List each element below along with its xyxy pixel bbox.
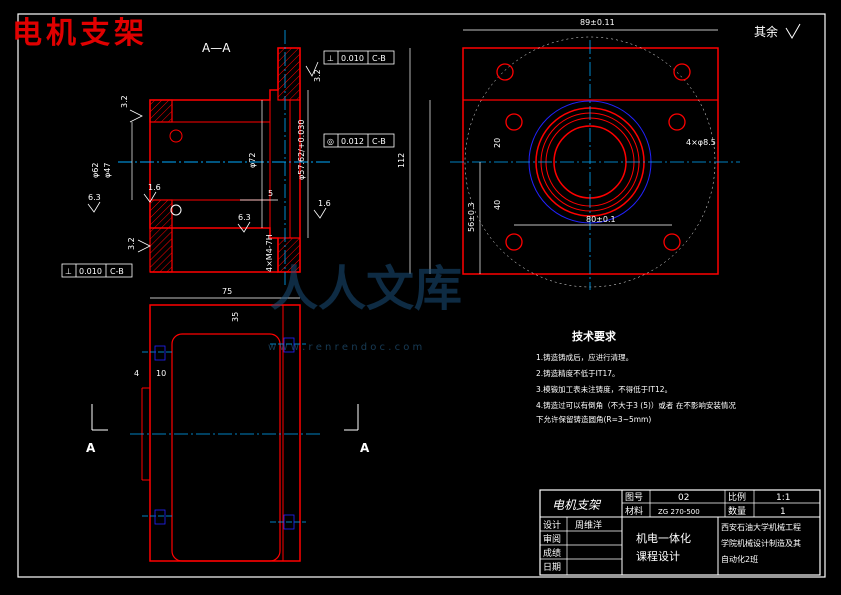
roughness-symbols: 3.2 3.2 3.2 6.3 6.3 1.6 1.6 xyxy=(87,61,331,253)
svg-text:C-B: C-B xyxy=(110,267,124,276)
svg-text:A: A xyxy=(86,441,96,455)
svg-text:学院机械设计制造及其: 学院机械设计制造及其 xyxy=(721,538,801,548)
section-view-a-a: A—A φ72 φ57.62/+0.030 φ62 φ47 5 4×M4-7H xyxy=(61,30,395,285)
svg-text:比例: 比例 xyxy=(728,491,746,503)
watermark: 人人文库 w w w . r e n r e n d o c . c o m xyxy=(268,261,462,353)
svg-text:3.2: 3.2 xyxy=(120,95,129,108)
svg-text:C-B: C-B xyxy=(372,54,386,63)
dim-10: 10 xyxy=(156,369,166,378)
dim-dia-72: φ72 xyxy=(248,153,257,168)
dim-5: 5 xyxy=(268,189,273,198)
dim-top-width: 89±0.11 xyxy=(580,18,615,27)
dim-center-height: 56±0.3 xyxy=(467,202,476,232)
svg-text:人人文库: 人人文库 xyxy=(270,261,462,317)
svg-text:材料: 材料 xyxy=(625,505,643,517)
tolerance-frame-3: ⊥ 0.010 C-B xyxy=(61,263,133,278)
technical-notes: 技术要求 1.铸造铸成后，应进行清理。 2.铸造精度不低于IT17。 3.模锻加… xyxy=(536,329,736,424)
svg-text:02: 02 xyxy=(678,493,689,503)
svg-text:设计: 设计 xyxy=(543,519,561,531)
svg-text:⊥: ⊥ xyxy=(65,267,72,276)
tb-part-name: 电机支架 xyxy=(552,498,602,512)
svg-text:0.010: 0.010 xyxy=(341,54,364,63)
svg-text:1: 1 xyxy=(780,507,786,517)
hatch-wall-top xyxy=(277,47,301,101)
svg-text:ZG 270-500: ZG 270-500 xyxy=(658,508,700,516)
svg-text:成绩: 成绩 xyxy=(543,547,561,559)
svg-text:6.3: 6.3 xyxy=(88,193,101,202)
dim-4: 4 xyxy=(134,369,139,378)
front-view: 89±0.11 80±0.1 4×φ8.5 112 56±0.3 20 40 其… xyxy=(397,18,801,290)
note-4: 4.铸造过可以有倒角（不大于3 (5)）或者 在不影响安装情况 xyxy=(536,400,736,410)
svg-text:1:1: 1:1 xyxy=(776,493,790,503)
svg-text:w w w . r e n r e n d o c . c: w w w . r e n r e n d o c . c o m xyxy=(268,342,422,353)
dim-overall-height: 112 xyxy=(397,153,406,168)
hatch-bottom-left xyxy=(149,199,173,273)
roughness-rest-label: 其余 xyxy=(754,24,778,39)
svg-text:图号: 图号 xyxy=(625,492,643,503)
svg-text:0.010: 0.010 xyxy=(79,267,102,276)
dim-side-width: 75 xyxy=(222,287,232,296)
svg-text:自动化2班: 自动化2班 xyxy=(721,554,758,564)
svg-text:3.2: 3.2 xyxy=(313,69,322,82)
svg-text:A: A xyxy=(360,441,370,455)
tolerance-frame-2: ◎ 0.012 C-B xyxy=(323,133,395,148)
dim-bolt-spacing: 80±0.1 xyxy=(586,215,616,224)
svg-text:⊥: ⊥ xyxy=(327,54,334,63)
svg-text:课程设计: 课程设计 xyxy=(636,550,680,563)
svg-text:周维洋: 周维洋 xyxy=(575,519,602,531)
svg-text:机电一体化: 机电一体化 xyxy=(636,531,691,545)
note-1: 1.铸造铸成后，应进行清理。 xyxy=(536,352,633,362)
dim-bottom-note: 4×M4-7H xyxy=(265,234,274,272)
note-3: 3.模锻加工表未注铸度，不得低于IT12。 xyxy=(536,384,672,394)
svg-text:西安石油大学机械工程: 西安石油大学机械工程 xyxy=(721,522,801,532)
dim-40: 40 xyxy=(493,200,502,210)
svg-text:1.6: 1.6 xyxy=(148,183,161,192)
svg-text:数量: 数量 xyxy=(728,505,746,517)
note-5: 下允许保留铸造圆角(R=3~5mm) xyxy=(536,414,651,424)
svg-text:◎: ◎ xyxy=(327,137,334,146)
dim-35: 35 xyxy=(231,312,240,322)
dim-dia-57: φ57.62/+0.030 xyxy=(297,120,306,180)
hatch-top-left xyxy=(149,99,173,123)
drawing-border xyxy=(17,13,826,578)
note-2: 2.铸造精度不低于IT17。 xyxy=(536,368,620,378)
svg-text:C-B: C-B xyxy=(372,137,386,146)
svg-text:3.2: 3.2 xyxy=(127,237,136,250)
svg-text:1.6: 1.6 xyxy=(318,199,331,208)
section-label: A—A xyxy=(202,41,231,55)
title-block: 电机支架 图号 02 比例 1:1 材料 ZG 270-500 数量 1 设计 … xyxy=(539,489,821,576)
svg-text:6.3: 6.3 xyxy=(238,213,251,222)
top-view: 75 35 4 10 A A xyxy=(86,287,370,562)
dim-left-dia-1: φ62 xyxy=(91,163,100,178)
tolerance-frame-1: ⊥ 0.010 C-B xyxy=(323,50,395,65)
svg-text:日期: 日期 xyxy=(543,562,561,573)
svg-text:0.012: 0.012 xyxy=(341,137,364,146)
svg-text:审阅: 审阅 xyxy=(543,533,561,545)
page-title: 电机支架 xyxy=(12,16,148,51)
hatch-wall-bottom xyxy=(277,237,301,273)
dim-20: 20 xyxy=(493,138,502,148)
dim-hole-spec: 4×φ8.5 xyxy=(686,138,716,147)
dim-left-dia-2: φ47 xyxy=(103,163,112,178)
notes-heading: 技术要求 xyxy=(572,329,617,343)
